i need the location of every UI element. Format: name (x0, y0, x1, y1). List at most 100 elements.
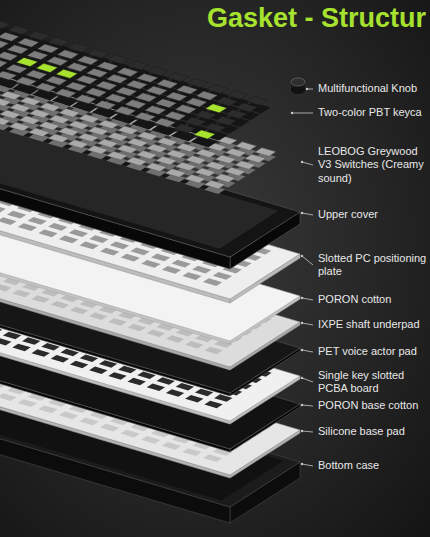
switch-housing (0, 85, 2, 94)
keycap (147, 67, 169, 76)
switch-housing (9, 122, 30, 131)
part-label: PET voice actor pad (318, 345, 427, 358)
cutout (162, 266, 181, 274)
leader-lines (291, 88, 313, 466)
cutout (80, 418, 99, 426)
keycap (6, 64, 28, 73)
switch-housing (10, 103, 31, 112)
switch-housing (59, 109, 80, 118)
switch-housing (176, 143, 197, 152)
switch-housing (98, 120, 119, 129)
keycap (45, 76, 67, 85)
cutout (203, 278, 222, 286)
keycap (66, 63, 88, 72)
switch-housing (107, 132, 128, 141)
illustration-part (0, 20, 270, 148)
part-label: LEOBOG Greywood V3 Switches (Creamy soun… (318, 145, 427, 185)
leader-dot (301, 463, 303, 465)
keycap (187, 78, 209, 87)
switch-housing (146, 144, 167, 153)
cutout (28, 217, 47, 225)
cutout (100, 424, 119, 432)
illustration-part (0, 125, 278, 248)
switch-housing (204, 180, 225, 189)
cutout (213, 272, 232, 280)
cutout (128, 378, 146, 385)
switch-housing (185, 156, 206, 165)
switch-housing (165, 169, 186, 178)
keycap (236, 103, 258, 112)
leader-line (292, 113, 313, 114)
keycap (96, 81, 118, 90)
cutout (162, 442, 181, 450)
cutout (80, 242, 99, 250)
illustration-part (0, 20, 270, 148)
switch-housing (29, 109, 50, 118)
cutout (12, 344, 30, 351)
cutout (130, 248, 149, 256)
keycap (7, 45, 29, 54)
keycap (47, 57, 69, 66)
keycap (166, 92, 188, 101)
leader-dot (306, 88, 308, 90)
switch-housing (214, 174, 235, 183)
switch-housing (28, 128, 49, 137)
switch-housing (0, 91, 21, 100)
cutout (0, 205, 6, 213)
cutout (108, 318, 126, 325)
cutout (32, 349, 50, 356)
keycap (85, 88, 107, 97)
cutout (38, 405, 57, 413)
leader-dot (301, 349, 303, 351)
layer-stack (0, 14, 305, 523)
switch-housing (205, 161, 226, 170)
cutout (141, 260, 160, 268)
switch-housing (67, 140, 88, 149)
cutout (0, 217, 16, 225)
illustration-part (0, 117, 300, 257)
keycap (204, 123, 226, 132)
cutout (151, 254, 170, 262)
illustration-part (0, 67, 276, 189)
part-label: Upper cover (318, 208, 427, 221)
switch-housing (126, 157, 147, 166)
part-label: Slotted PC positioning plate (318, 252, 427, 278)
cutout (51, 301, 69, 308)
switch-housing (0, 98, 11, 107)
keycap (76, 75, 98, 84)
leader-line (302, 378, 313, 382)
keycap (167, 73, 189, 82)
switch-housing (137, 132, 158, 141)
keycap (195, 110, 217, 119)
keycap (164, 111, 186, 120)
cutout (48, 223, 67, 231)
switch-housing (20, 97, 41, 106)
keycap (206, 84, 228, 93)
leader-dot (291, 112, 293, 114)
switch-housing (224, 167, 245, 176)
cutout (203, 454, 222, 462)
cutout (89, 235, 108, 243)
keycap (0, 39, 9, 48)
leader-line (302, 323, 313, 325)
upper-cover (0, 117, 300, 269)
keycap (55, 89, 77, 98)
part-label: IXPE shaft underpad (318, 318, 427, 331)
leader-line (302, 431, 313, 432)
keycap (216, 97, 238, 106)
switch-housing (235, 161, 256, 170)
keycap (87, 49, 109, 58)
cutout (121, 430, 140, 438)
keycap (154, 118, 176, 127)
cutout (141, 436, 160, 444)
keycap (176, 85, 198, 94)
cutout (192, 266, 211, 274)
leader-line (302, 298, 313, 300)
cutout (204, 347, 222, 354)
switch-housing (175, 162, 196, 171)
switch-housing (97, 139, 118, 148)
keycap (17, 38, 39, 47)
keycap (196, 91, 218, 100)
part-label: Silicone base pad (318, 425, 427, 438)
